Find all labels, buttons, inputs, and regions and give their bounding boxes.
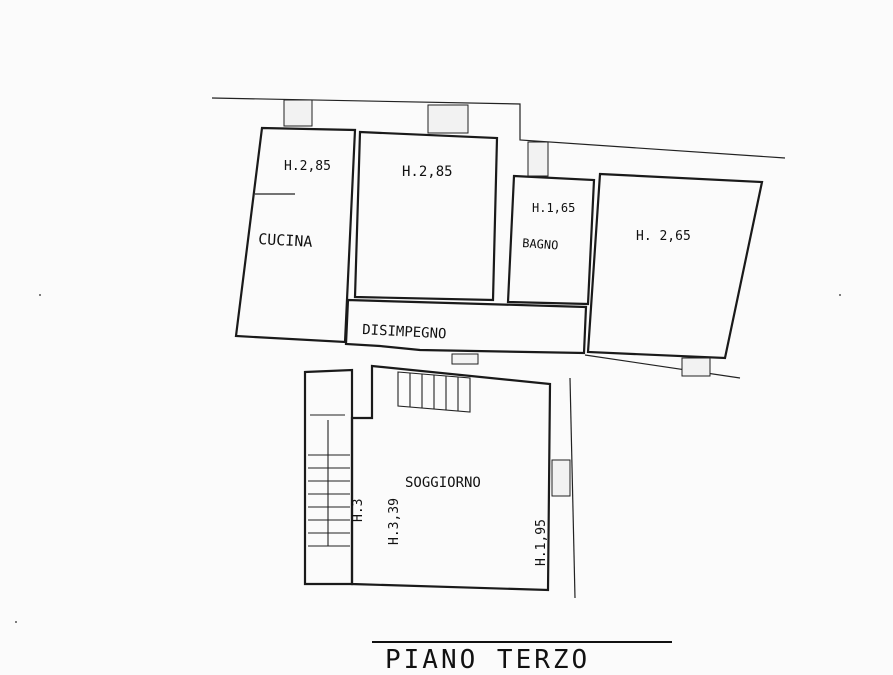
bagno-label: BAGNO — [522, 236, 559, 252]
soggiorno-height-right: H.1,95 — [534, 519, 549, 566]
upper-staircase — [397, 371, 471, 413]
scan-dot — [15, 621, 17, 623]
cucina-label: CUCINA — [258, 230, 313, 251]
soggiorno-height-left: H.3 — [351, 499, 366, 522]
top-boundary-line — [211, 97, 786, 159]
title-underline — [372, 641, 672, 643]
scan-dot — [839, 294, 841, 296]
soggiorno-height-mid: H.3,39 — [387, 498, 402, 545]
scan-dot — [39, 294, 41, 296]
floor-title: PIANO TERZO — [385, 645, 591, 675]
bagno-walls — [506, 174, 596, 306]
camera2-walls — [586, 172, 764, 360]
cucina-height: H.2,85 — [284, 159, 331, 174]
bagno-height: H.1,65 — [532, 201, 575, 215]
window-bagno — [527, 141, 549, 177]
bottom-boundary-line — [584, 354, 741, 379]
staircase-walls — [303, 368, 354, 586]
window-corridor — [451, 353, 479, 365]
soggiorno-label: SOGGIORNO — [405, 475, 481, 491]
window-camera2 — [681, 357, 711, 377]
left-staircase — [308, 414, 350, 547]
window-cucina — [283, 99, 313, 127]
window-camera1 — [427, 104, 469, 134]
camera1-height: H.2,85 — [402, 164, 453, 180]
window-soggiorno — [551, 459, 571, 497]
disimpegno-label: DISIMPEGNO — [362, 322, 447, 342]
disimpegno-walls — [344, 298, 588, 355]
camera2-height: H. 2,65 — [636, 229, 691, 244]
soggiorno-right-edge — [569, 377, 576, 599]
camera1-walls — [353, 130, 499, 302]
